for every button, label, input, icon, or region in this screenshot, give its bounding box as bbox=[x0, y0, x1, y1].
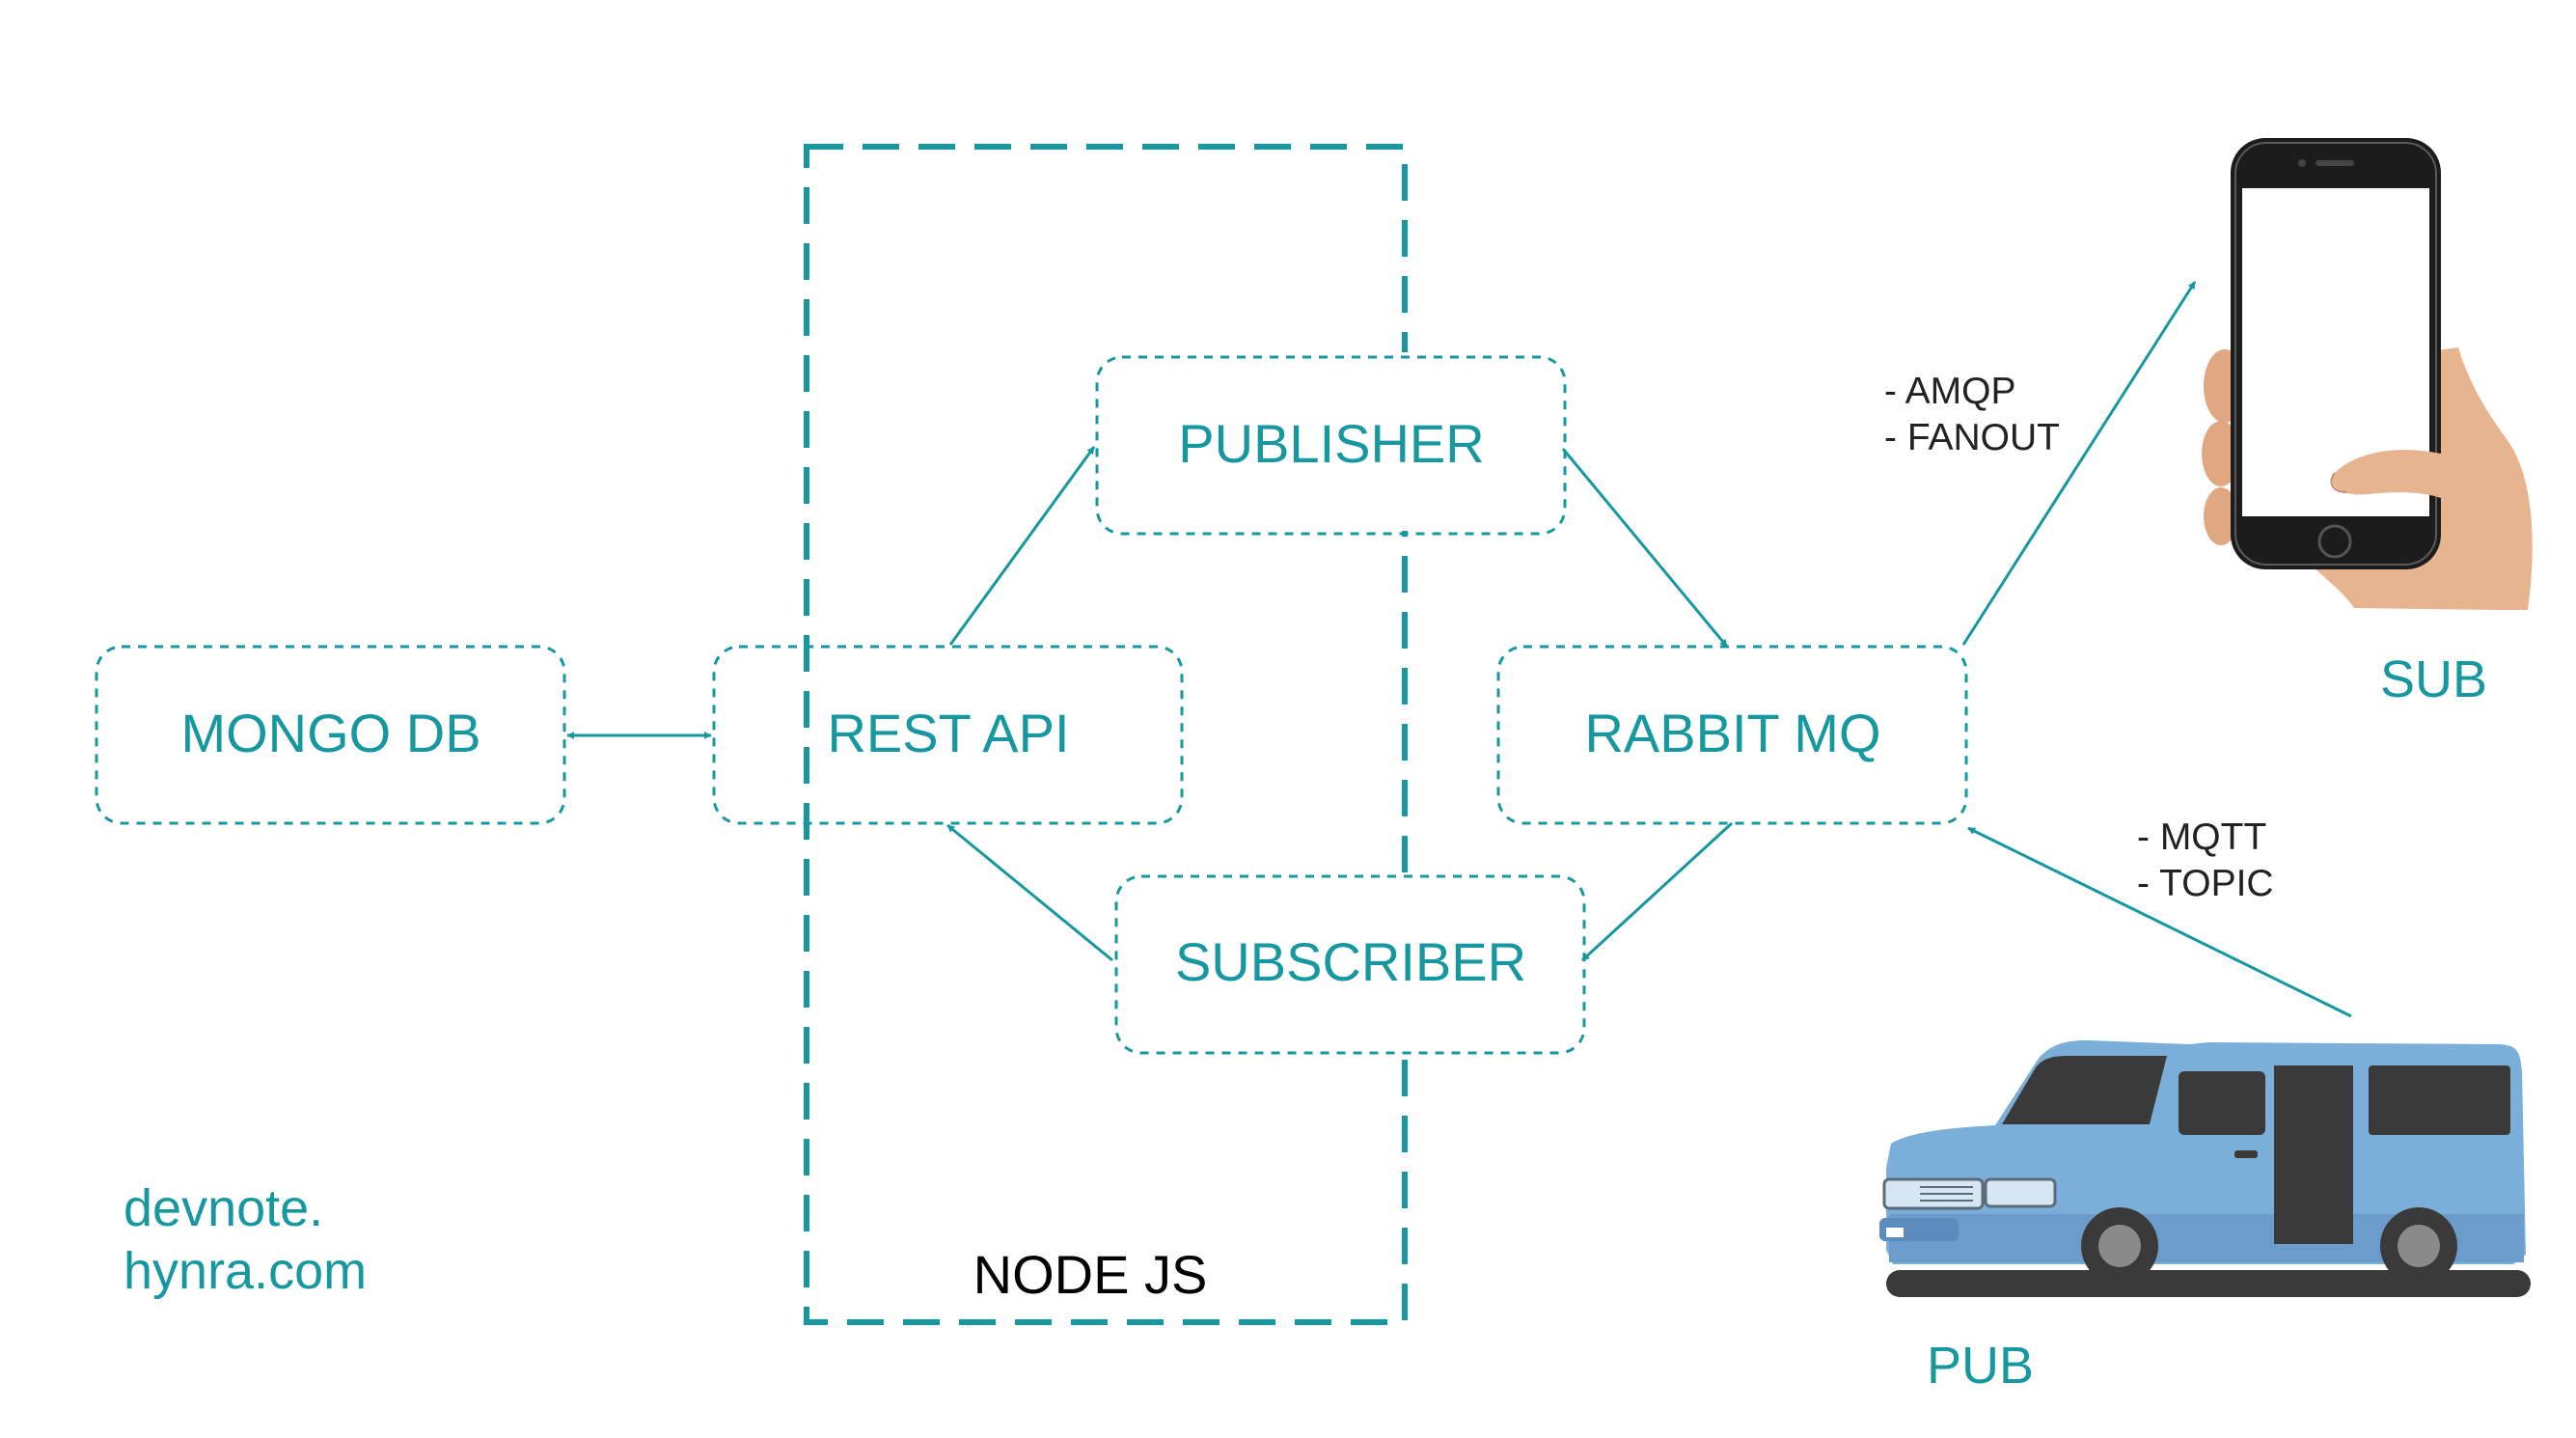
watermark-line2: hynra.com bbox=[123, 1242, 367, 1300]
subscriber-node: SUBSCRIBER bbox=[1114, 874, 1586, 1055]
amqp-label: - AMQP bbox=[1884, 371, 2016, 412]
van-icon bbox=[1879, 1040, 2531, 1297]
rest-api-label: REST API bbox=[827, 703, 1069, 763]
mqtt-label: - MQTT bbox=[2137, 816, 2266, 858]
mongo-db-label: MONGO DB bbox=[180, 703, 480, 763]
rabbit-mq-label: RABBIT MQ bbox=[1584, 703, 1880, 763]
fanout-label: - FANOUT bbox=[1884, 417, 2060, 458]
sub-label: SUB bbox=[2380, 650, 2487, 708]
rest-to-publisher-arrow bbox=[948, 446, 1096, 646]
node-js-label: NODE JS bbox=[973, 1244, 1208, 1305]
publisher-to-rabbit-arrow bbox=[1561, 448, 1729, 648]
mongo-db-node: MONGO DB bbox=[95, 645, 566, 825]
topic-label: - TOPIC bbox=[2137, 863, 2274, 904]
publisher-node: PUBLISHER bbox=[1095, 355, 1567, 536]
rest-api-node: REST API bbox=[712, 645, 1184, 825]
subscriber-to-rest-arrow bbox=[946, 823, 1113, 962]
subscriber-label: SUBSCRIBER bbox=[1175, 931, 1526, 992]
watermark-line1: devnote. bbox=[123, 1179, 323, 1237]
smartphone-in-hand-icon bbox=[2202, 138, 2533, 610]
rabbit-mq-node: RABBIT MQ bbox=[1496, 645, 1968, 825]
pub-label: PUB bbox=[1927, 1337, 2034, 1395]
rabbit-to-sub-arrow bbox=[1961, 281, 2197, 646]
node-js-container bbox=[804, 144, 1408, 1325]
pub-to-rabbit-arrow bbox=[1967, 826, 2352, 1018]
rabbit-to-subscriber-arrow bbox=[1580, 821, 1734, 962]
publisher-label: PUBLISHER bbox=[1178, 413, 1484, 474]
